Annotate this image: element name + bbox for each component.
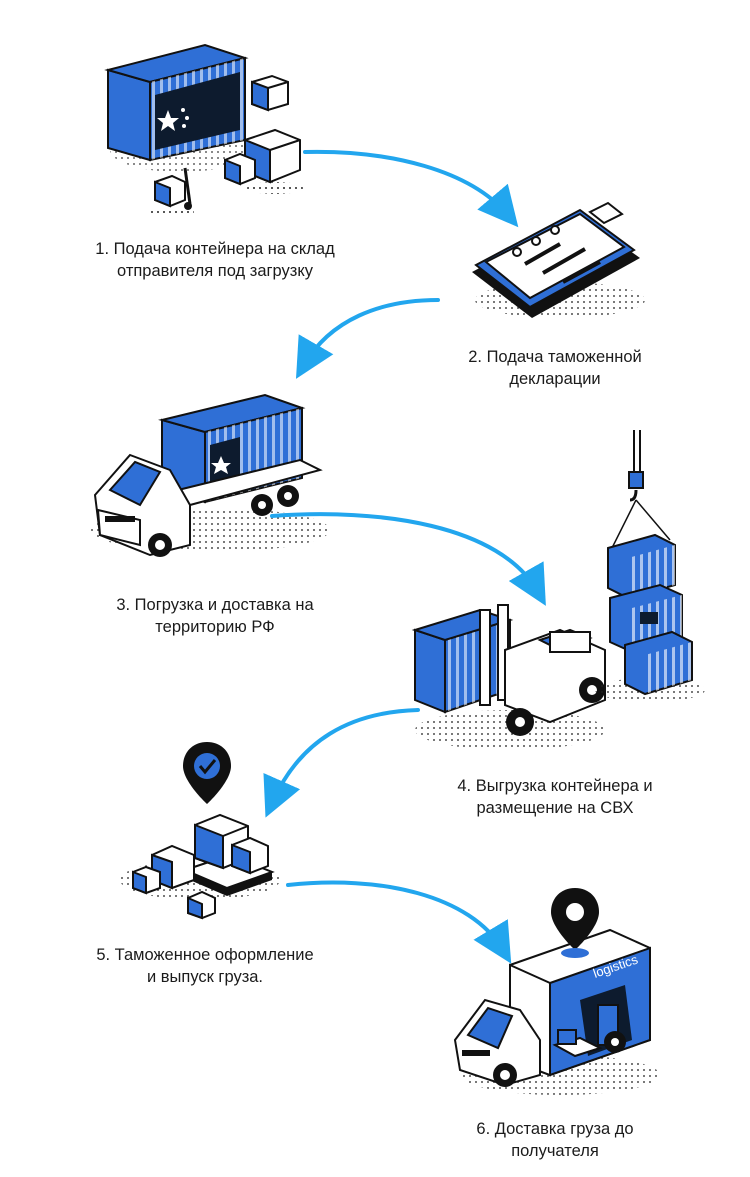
step-2-line-1: 2. Подача таможенной	[468, 348, 642, 366]
arrow-step4-to-step5	[263, 708, 420, 818]
step-6-line-2: получателя	[511, 1142, 599, 1160]
hand-truck-icon	[150, 167, 194, 217]
step-6-caption: 6. Доставка груза до получателя	[390, 1118, 720, 1162]
step-2-line-2: декларации	[509, 370, 601, 388]
step-1-line-1: 1. Подача контейнера на склад	[95, 240, 335, 258]
step-2-caption: 2. Подача таможенной декларации	[390, 346, 720, 390]
customs-declaration-clipboard-icon	[472, 201, 645, 318]
location-check-pin-icon	[183, 742, 231, 804]
step-1-caption: 1. Подача контейнера на склад отправител…	[40, 238, 390, 282]
step-3-line-2: территорию РФ	[155, 618, 275, 636]
location-pin-icon	[551, 888, 599, 958]
cargo-box-icon	[251, 74, 289, 112]
step-4-line-1: 4. Выгрузка контейнера и	[457, 777, 653, 795]
container-truck-icon	[90, 393, 330, 557]
delivery-truck-icon: logistics	[453, 928, 660, 1095]
container-forklift-icon	[411, 604, 606, 750]
step-1-line-2: отправителя под загрузку	[117, 262, 313, 280]
stacked-containers-icon	[595, 533, 705, 702]
step-3-caption: 3. Погрузка и доставка на территорию РФ	[30, 594, 400, 638]
cargo-box-icon	[224, 152, 256, 186]
cleared-cargo-pallet-icon	[120, 813, 280, 920]
flow-arrows	[263, 149, 546, 964]
arrow-step2-to-step3	[295, 298, 440, 379]
arrow-step3-to-step4	[270, 512, 546, 606]
step-5-line-2: и выпуск груза.	[146, 968, 264, 986]
step-5-line-1: 5. Таможенное оформление	[96, 946, 314, 964]
step-5-caption: 5. Таможенное оформление и выпуск груза.	[30, 944, 380, 988]
step-6-line-1: 6. Доставка груза до	[476, 1120, 634, 1138]
arrow-step5-to-step6	[286, 880, 512, 964]
step-3-line-1: 3. Погрузка и доставка на	[116, 596, 314, 614]
step-4-line-2: размещение на СВХ	[476, 799, 634, 817]
shipping-container-icon	[104, 43, 250, 172]
cargo-box-icon	[244, 128, 303, 194]
arrow-step1-to-step2	[303, 149, 519, 228]
step-4-caption: 4. Выгрузка контейнера и размещение на С…	[380, 775, 730, 819]
crane-hook-icon	[611, 430, 671, 549]
